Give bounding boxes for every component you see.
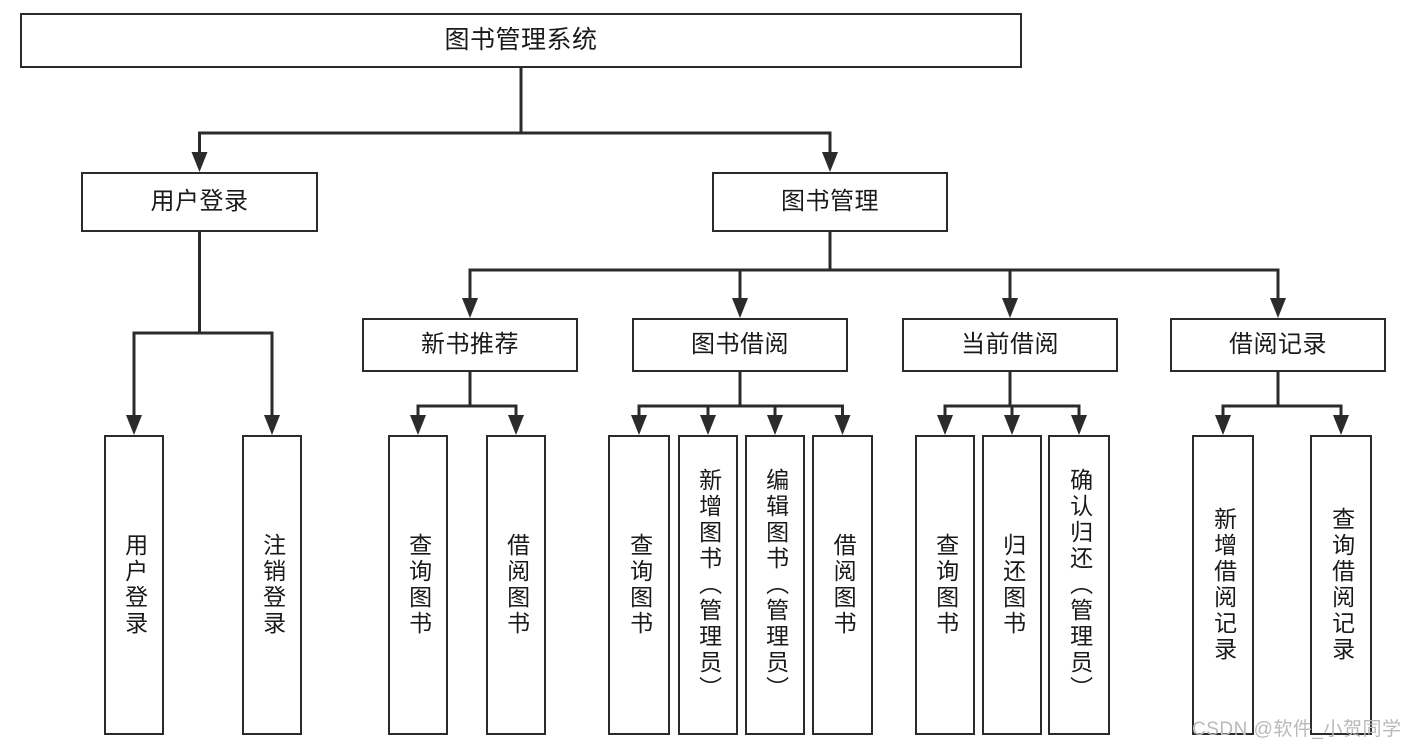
node-cur-confirm-return[interactable]: 确认归还（管理员） — [1048, 435, 1110, 735]
node-label: 新增借阅记录 — [1210, 507, 1237, 663]
arrow-head-icon — [1215, 415, 1231, 435]
node-label: 新增图书（管理员） — [695, 468, 722, 702]
node-cur-return-book[interactable]: 归还图书 — [982, 435, 1042, 735]
node-new-book-rec[interactable]: 新书推荐 — [362, 318, 578, 372]
arrow-head-icon — [937, 415, 953, 435]
arrow-head-icon — [1071, 415, 1087, 435]
node-label: 编辑图书（管理员） — [762, 468, 789, 702]
node-current-borrow[interactable]: 当前借阅 — [902, 318, 1118, 372]
node-leaf-user-logout[interactable]: 注销登录 — [242, 435, 302, 735]
arrow-head-icon — [732, 298, 748, 318]
node-label: 借阅图书 — [830, 533, 857, 637]
node-user-login[interactable]: 用户登录 — [81, 172, 318, 232]
node-borrow-add-book[interactable]: 新增图书（管理员） — [678, 435, 738, 735]
arrow-head-icon — [191, 152, 208, 172]
node-label: 确认归还（管理员） — [1066, 468, 1093, 702]
node-label: 查询图书 — [932, 533, 959, 637]
arrow-head-icon — [822, 152, 838, 172]
node-label: 当前借阅 — [961, 330, 1059, 358]
node-borrow-edit-book[interactable]: 编辑图书（管理员） — [745, 435, 805, 735]
node-cur-query-book[interactable]: 查询图书 — [915, 435, 975, 735]
arrow-head-icon — [462, 298, 478, 318]
arrow-head-icon — [264, 415, 280, 435]
node-label: 用户登录 — [121, 533, 148, 637]
node-label: 图书管理系统 — [444, 25, 598, 54]
arrow-head-icon — [410, 415, 426, 435]
arrow-head-icon — [126, 415, 142, 435]
node-root[interactable]: 图书管理系统 — [20, 13, 1022, 68]
node-borrow-query-book[interactable]: 查询图书 — [608, 435, 670, 735]
arrow-head-icon — [1002, 298, 1018, 318]
node-label: 用户登录 — [150, 187, 249, 215]
node-label: 查询图书 — [626, 533, 653, 637]
node-label: 借阅记录 — [1229, 330, 1327, 358]
node-book-borrow[interactable]: 图书借阅 — [632, 318, 848, 372]
node-borrow-record[interactable]: 借阅记录 — [1170, 318, 1386, 372]
node-label: 图书管理 — [781, 187, 879, 215]
node-label: 查询图书 — [405, 533, 432, 637]
arrow-head-icon — [700, 415, 716, 435]
node-rec-query-record[interactable]: 查询借阅记录 — [1310, 435, 1372, 735]
node-leaf-user-login[interactable]: 用户登录 — [104, 435, 164, 735]
node-rec-borrow-book[interactable]: 借阅图书 — [486, 435, 546, 735]
node-rec-add-record[interactable]: 新增借阅记录 — [1192, 435, 1254, 735]
node-label: 查询借阅记录 — [1328, 507, 1355, 663]
arrow-head-icon — [508, 415, 524, 435]
arrow-head-icon — [631, 415, 647, 435]
node-label: 新书推荐 — [421, 330, 519, 358]
arrow-head-icon — [834, 415, 851, 435]
arrow-head-icon — [767, 415, 783, 435]
node-label: 借阅图书 — [503, 533, 530, 637]
node-label: 归还图书 — [999, 533, 1026, 637]
node-rec-query-book[interactable]: 查询图书 — [388, 435, 448, 735]
arrow-head-icon — [1333, 415, 1349, 435]
csdn-watermark: CSDN @软件_小贺同学 — [1192, 719, 1402, 740]
node-label: 注销登录 — [259, 533, 286, 637]
node-label: 图书借阅 — [691, 330, 789, 358]
node-book-manage[interactable]: 图书管理 — [712, 172, 948, 232]
arrow-head-icon — [1004, 415, 1020, 435]
node-borrow-borrow-book[interactable]: 借阅图书 — [812, 435, 873, 735]
arrow-head-icon — [1270, 298, 1286, 318]
